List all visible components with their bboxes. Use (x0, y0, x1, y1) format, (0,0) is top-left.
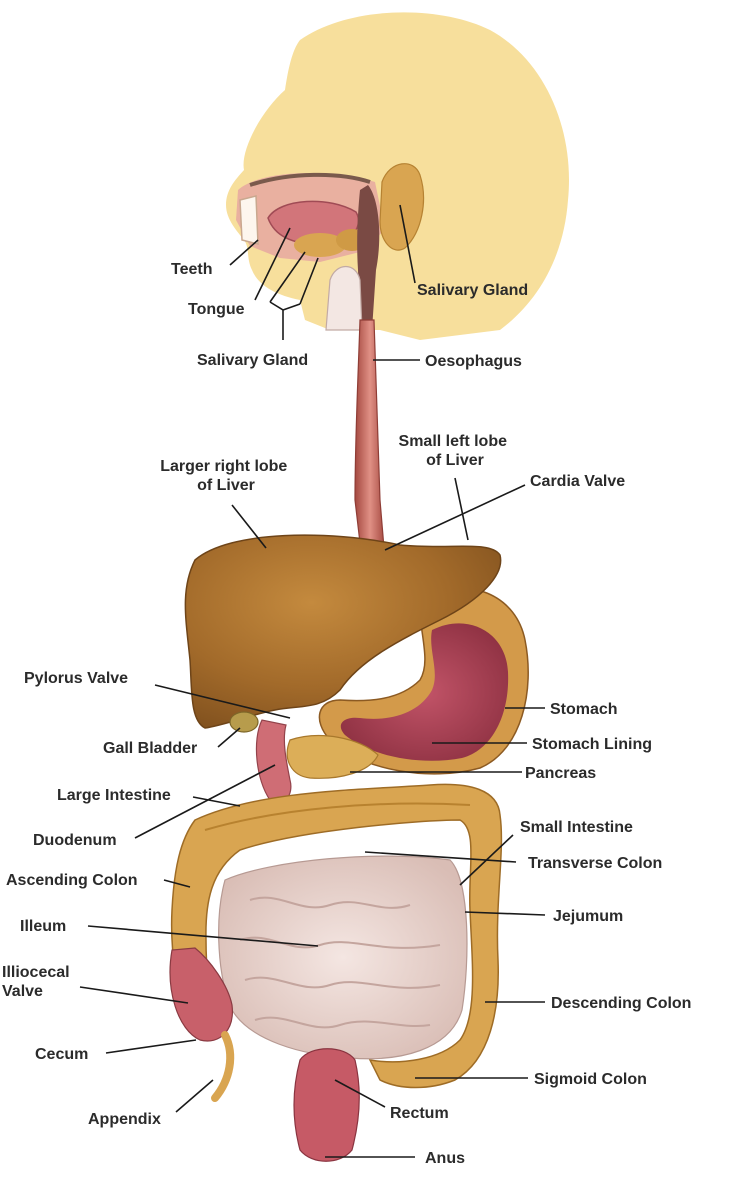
liver-shape (184, 534, 502, 729)
transverse-colon-band (204, 802, 471, 831)
label-pancreas: Pancreas (525, 765, 596, 782)
leader-transverse-colon (364, 851, 517, 863)
label-stomach-lining: Stomach Lining (532, 736, 652, 753)
leader-salivary-lower (269, 251, 319, 340)
tongue-shape (267, 200, 360, 246)
label-small-left-lobe-line1: Small left lobe (399, 433, 508, 450)
label-salivary-gland-upper: Salivary Gland (417, 282, 528, 299)
leader-small-left-lobe (454, 477, 469, 541)
label-stomach: Stomach (550, 701, 618, 718)
leader-salivary-upper (399, 204, 416, 284)
head-illustration (226, 12, 570, 341)
duodenum-shape (255, 719, 292, 803)
leader-illeum (87, 925, 319, 947)
leader-appendix (175, 1079, 214, 1113)
label-small-left-lobe: Small left lobe of Liver (399, 433, 512, 469)
leader-large-intestine (192, 796, 241, 807)
label-gall-bladder: Gall Bladder (103, 740, 197, 757)
stomach-lining-shape (340, 623, 509, 761)
label-cecum: Cecum (35, 1046, 88, 1063)
leader-ascending-colon (163, 879, 191, 888)
label-illiocecal-valve-line2: Valve (2, 983, 43, 1000)
label-salivary-gland-lower: Salivary Gland (197, 352, 308, 369)
small-intestine-shape (218, 855, 468, 1060)
gall-bladder-shape (229, 711, 259, 733)
sublingual-gland-shape (294, 233, 346, 257)
leader-cardia-valve (384, 484, 526, 551)
label-larger-right-lobe: Larger right lobe of Liver (160, 458, 292, 494)
teeth-shape (239, 195, 259, 245)
label-small-intestine: Small Intestine (520, 819, 633, 836)
label-small-left-lobe-line2: of Liver (426, 452, 484, 469)
labels: Teeth Tongue Salivary Gland Salivary Gla… (2, 261, 691, 1167)
palate (249, 172, 371, 187)
label-illiocecal-valve-line1: Illiocecal (2, 964, 70, 981)
label-jejumum: Jejumum (553, 908, 623, 925)
label-sigmoid-colon: Sigmoid Colon (534, 1071, 647, 1088)
label-oesophagus: Oesophagus (425, 353, 522, 370)
label-illeum: Illeum (20, 918, 66, 935)
leader-illiocecal-valve (79, 986, 189, 1004)
oesophagus-shape (354, 319, 386, 561)
label-rectum: Rectum (390, 1105, 449, 1122)
label-ascending-colon: Ascending Colon (6, 872, 138, 889)
leader-rectum (334, 1079, 386, 1108)
label-transverse-colon: Transverse Colon (528, 855, 662, 872)
label-appendix: Appendix (88, 1111, 161, 1128)
appendix-shape (211, 1031, 235, 1102)
leader-gall-bladder (217, 727, 241, 748)
label-large-intestine: Large Intestine (57, 787, 171, 804)
small-intestine-coils (239, 896, 441, 1029)
label-illiocecal-valve: Illiocecal Valve (2, 964, 74, 1000)
label-pylorus-valve: Pylorus Valve (24, 670, 128, 687)
label-descending-colon: Descending Colon (551, 995, 691, 1012)
leader-lines (79, 204, 546, 1158)
leader-jejumum (464, 911, 546, 916)
label-anus: Anus (425, 1150, 465, 1167)
pharynx-shape (357, 185, 380, 330)
pancreas-shape (286, 735, 379, 779)
label-larger-right-lobe-line2: of Liver (197, 477, 255, 494)
leader-duodenum (134, 764, 276, 839)
leader-tongue (254, 227, 291, 301)
leader-teeth (229, 239, 259, 266)
leader-cecum (105, 1039, 197, 1054)
leader-larger-right-lobe (231, 504, 267, 549)
label-cardia-valve: Cardia Valve (530, 473, 625, 490)
larynx-shape (325, 265, 363, 331)
label-teeth: Teeth (171, 261, 212, 278)
rectum-shape (293, 1048, 360, 1162)
label-larger-right-lobe-line1: Larger right lobe (160, 458, 287, 475)
parotid-gland-shape (379, 163, 425, 251)
label-duodenum: Duodenum (33, 832, 117, 849)
leader-pylorus-valve (154, 684, 291, 719)
label-tongue: Tongue (188, 301, 245, 318)
